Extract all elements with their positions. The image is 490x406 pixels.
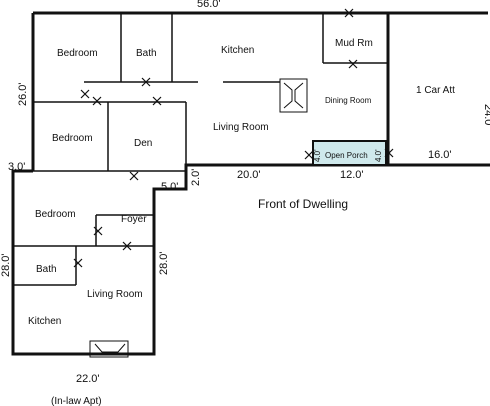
- dim-apt-right: 28.0': [158, 251, 170, 275]
- dim-offset: 2.0': [190, 169, 202, 186]
- room-bedroom-apt: Bedroom: [35, 209, 76, 220]
- room-kitchen-main: Kitchen: [221, 45, 254, 56]
- dim-porch-front: 12.0': [340, 169, 364, 181]
- caption-inlaw: (In-law Apt): [51, 396, 102, 406]
- dim-top: 56.0': [197, 0, 221, 10]
- exterior-walls: [11, 11, 490, 356]
- room-bath-main: Bath: [136, 48, 157, 59]
- fireplace-apt: [89, 340, 129, 358]
- room-foyer: Foyer: [121, 214, 147, 225]
- dim-apt-left: 28.0': [0, 253, 12, 277]
- caption-front: Front of Dwelling: [258, 197, 348, 211]
- dim-apt-bottom: 22.0': [76, 373, 100, 385]
- fireplace-main: [279, 78, 308, 113]
- room-kitchen-apt: Kitchen: [28, 316, 61, 327]
- dim-left-main: 26.0': [17, 82, 29, 106]
- room-living-main: Living Room: [213, 122, 269, 133]
- room-living-apt: Living Room: [87, 289, 143, 300]
- dim-porch-left: 4.0': [313, 149, 322, 162]
- room-den: Den: [134, 138, 152, 149]
- room-open-porch: Open Porch: [325, 151, 368, 160]
- dim-porch-right: 4.0': [374, 149, 383, 162]
- opening-markers: [73, 8, 394, 268]
- dim-garage-front: 16.0': [428, 149, 452, 161]
- dim-link: 5.0': [161, 181, 178, 193]
- room-bedroom-main: Bedroom: [57, 48, 98, 59]
- room-garage: 1 Car Att: [416, 85, 455, 96]
- dim-step: 3.0': [8, 161, 25, 173]
- room-bedroom-2: Bedroom: [52, 133, 93, 144]
- room-bath-apt: Bath: [36, 264, 57, 275]
- room-dining: Dining Room: [325, 96, 372, 105]
- dim-garage-side: 24.0': [482, 104, 490, 128]
- dim-front-mid: 20.0': [237, 169, 261, 181]
- room-mud-room: Mud Rm: [335, 38, 373, 49]
- open-porch: [312, 140, 387, 166]
